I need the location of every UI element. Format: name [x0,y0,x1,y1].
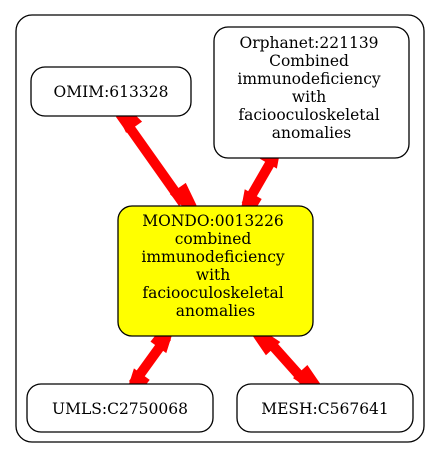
edge-mondo-mesh [251,328,322,392]
node-mesh-label: MESH:C567641 [261,400,389,418]
node-umls[interactable]: UMLS:C2750068 [26,383,214,433]
node-mesh[interactable]: MESH:C567641 [236,383,414,433]
node-mondo[interactable]: MONDO:0013226 combined immunodeficiency … [117,205,314,337]
node-omim-label: OMIM:613328 [54,83,169,101]
node-umls-label: UMLS:C2750068 [52,400,188,418]
cluster-box [15,14,425,443]
node-orphanet[interactable]: Orphanet:221139 Combined immunodeficienc… [213,26,410,159]
node-orphanet-label: Orphanet:221139 Combined immunodeficienc… [237,34,385,142]
node-mondo-label: MONDO:0013226 combined immunodeficiency … [141,212,289,320]
edge-omim-mondo [115,104,197,212]
node-omim[interactable]: OMIM:613328 [30,66,192,117]
